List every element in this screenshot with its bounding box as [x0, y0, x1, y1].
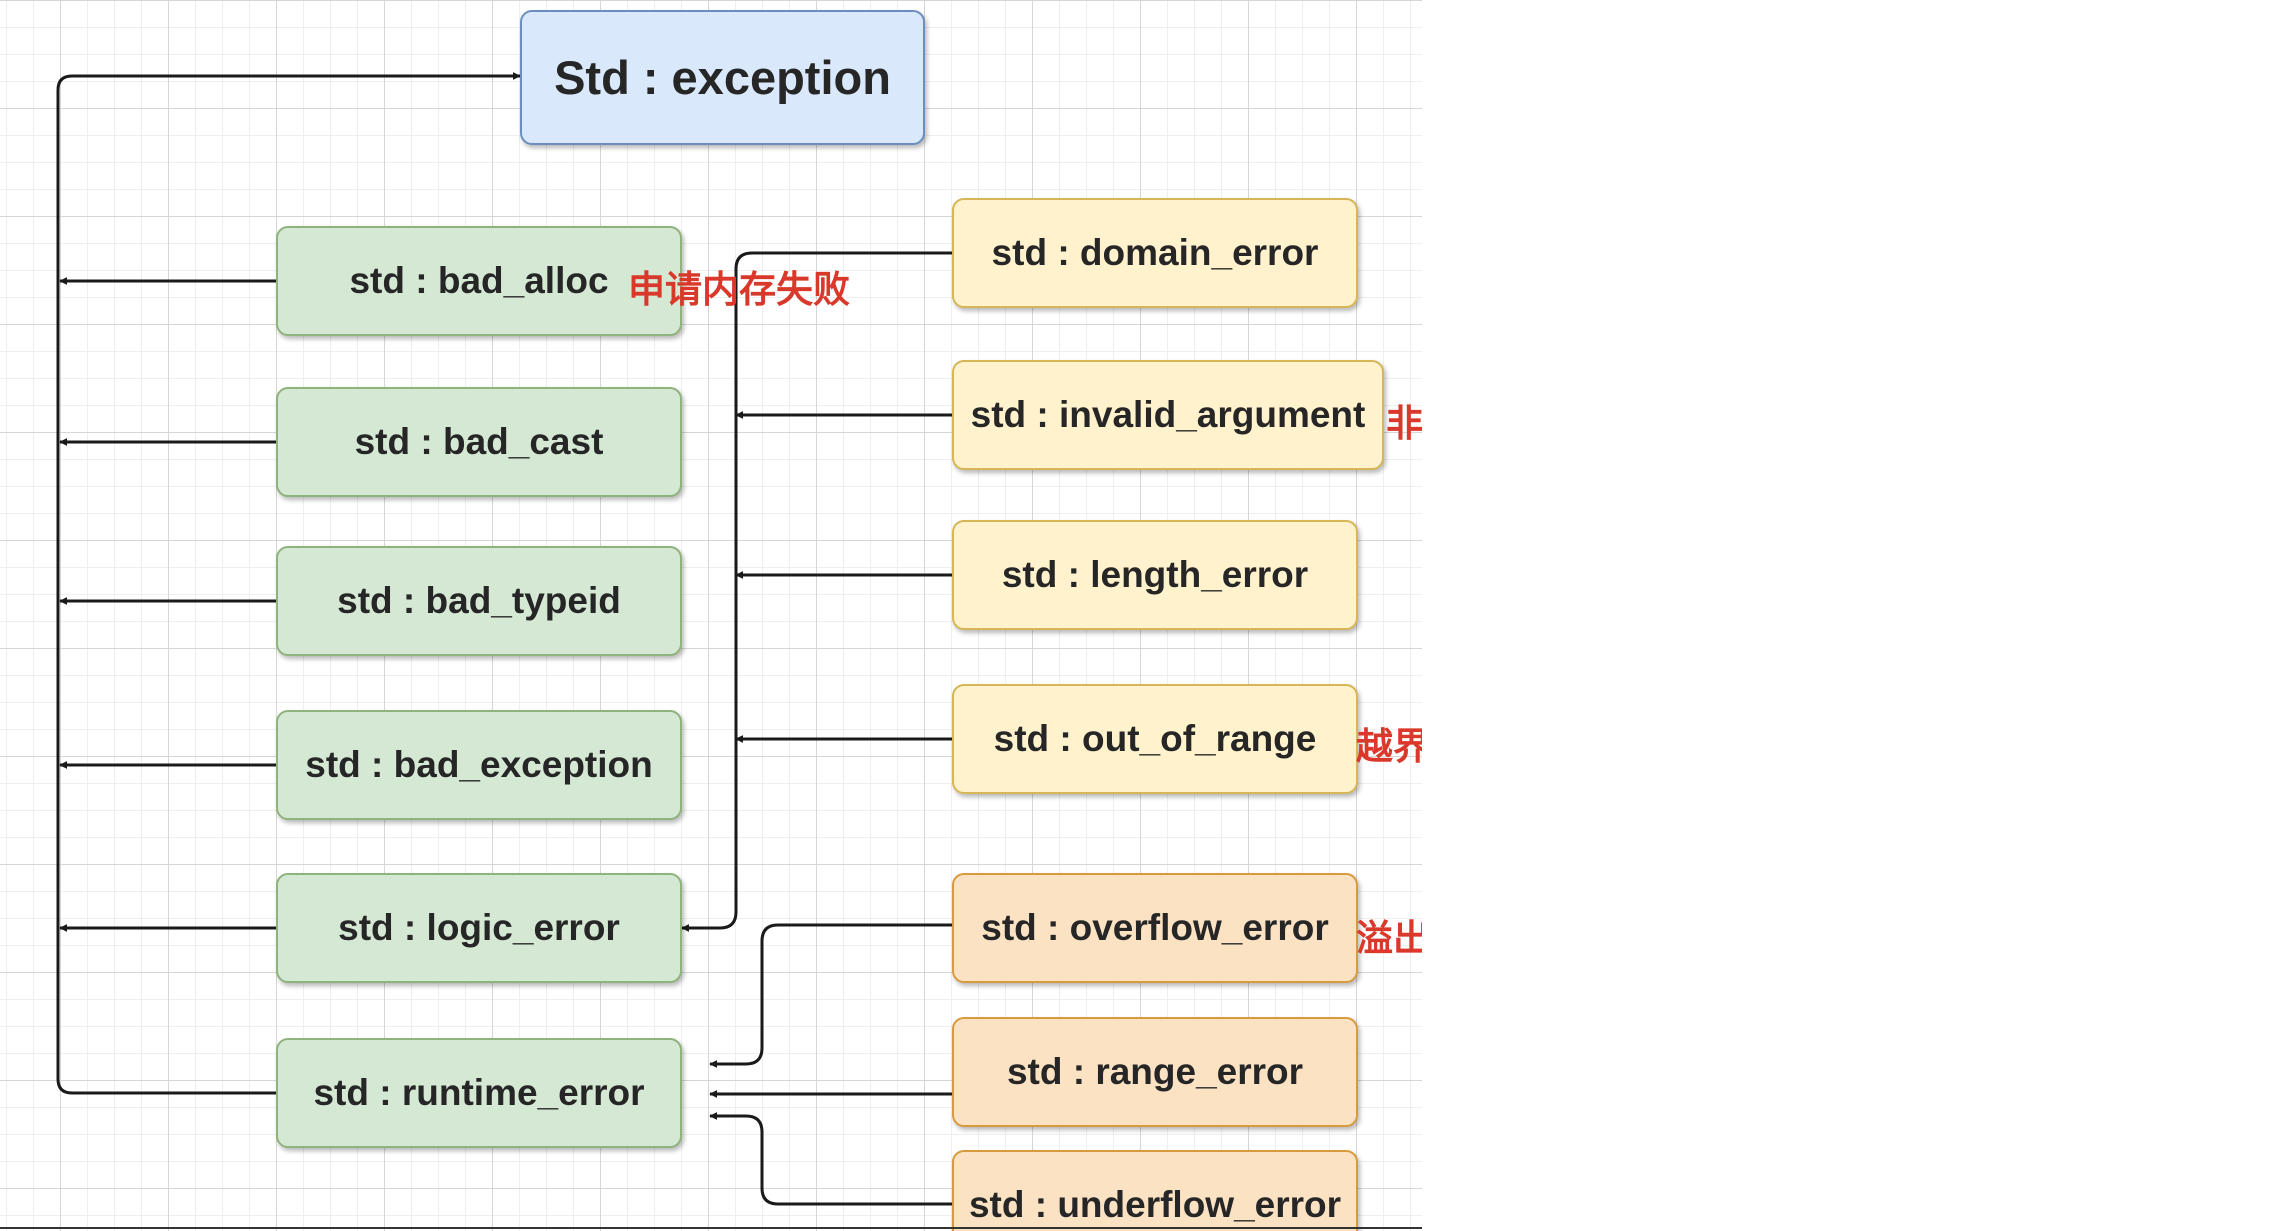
annotation-bad-alloc: 申请内存失败	[628, 268, 850, 311]
node-invalid-argument[interactable]: std : invalid_argument	[952, 360, 1384, 470]
inheritance-arrows	[56, 72, 952, 1206]
node-bad-exception[interactable]: std : bad_exception	[276, 710, 682, 820]
edge-runtime-to-exception	[56, 72, 521, 1095]
node-out-of-range[interactable]: std : out_of_range	[952, 684, 1358, 794]
node-logic-error[interactable]: std : logic_error	[276, 873, 682, 983]
node-range-error[interactable]: std : range_error	[952, 1017, 1358, 1127]
annotation-invalid-argument: 非法参数	[1386, 402, 1422, 445]
annotation-out-of-range: 越界	[1356, 725, 1422, 768]
node-overflow-error[interactable]: std : overflow_error	[952, 873, 1358, 983]
annotation-overflow-error: 溢出	[1356, 917, 1422, 960]
node-underflow-error[interactable]: std : underflow_error	[952, 1150, 1358, 1231]
node-bad-typeid[interactable]: std : bad_typeid	[276, 546, 682, 656]
node-runtime-error[interactable]: std : runtime_error	[276, 1038, 682, 1148]
node-length-error[interactable]: std : length_error	[952, 520, 1358, 630]
node-bad-alloc[interactable]: std : bad_alloc	[276, 226, 682, 336]
bottom-border-line	[0, 1227, 1422, 1229]
node-bad-cast[interactable]: std : bad_cast	[276, 387, 682, 497]
edge-overflow-error	[709, 923, 952, 1068]
node-std-exception[interactable]: Std : exception	[520, 10, 925, 145]
edge-underflow-error	[709, 1112, 952, 1206]
edge-domain-error	[681, 251, 952, 932]
node-domain-error[interactable]: std : domain_error	[952, 198, 1358, 308]
diagram-canvas: Std : exception std : bad_alloc std : ba…	[0, 0, 1422, 1231]
